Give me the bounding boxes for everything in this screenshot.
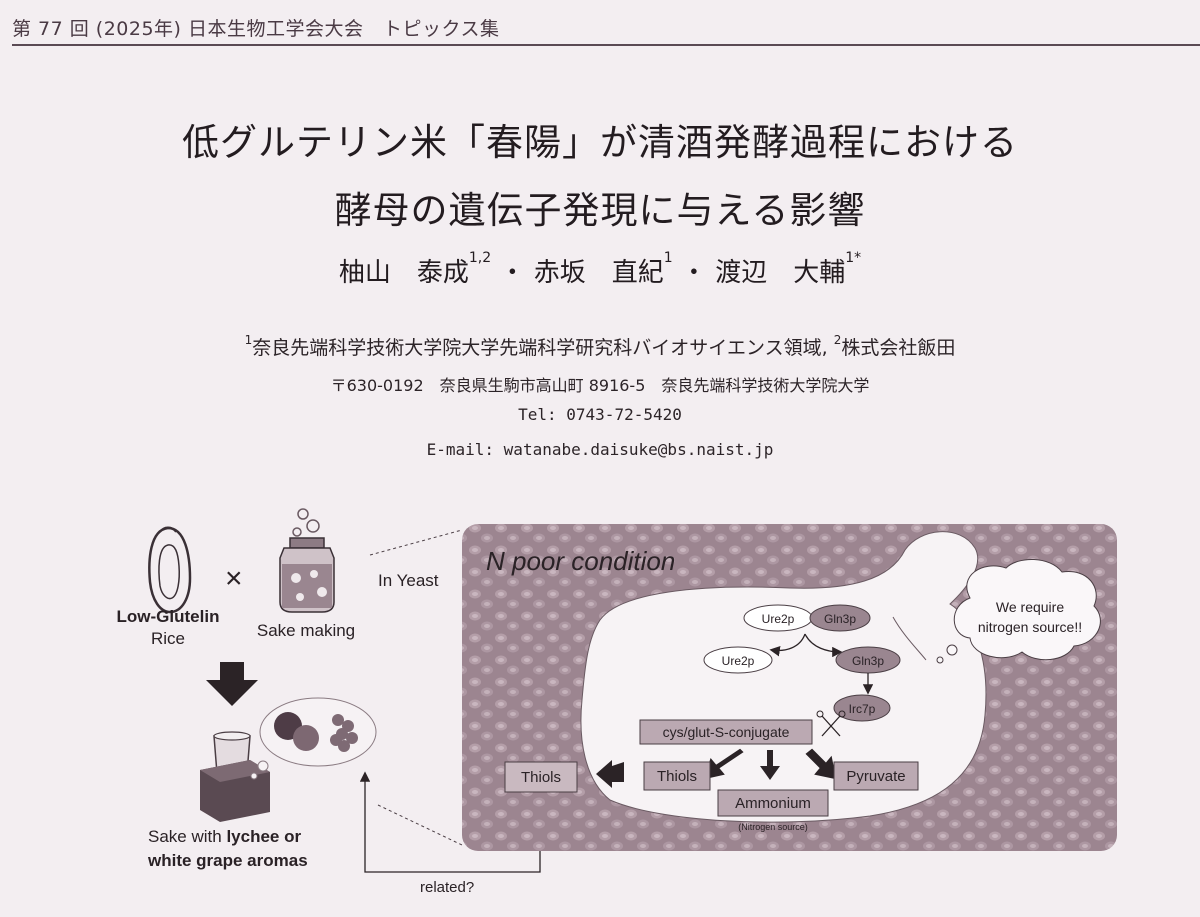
yeast-cell bbox=[580, 531, 987, 823]
email: E-mail: watanabe.daisuke@bs.naist.jp bbox=[426, 440, 774, 459]
conjugate-box bbox=[639, 719, 813, 745]
gln3p-label: Gln3p bbox=[852, 654, 884, 668]
thiols-inner-label: Thiols bbox=[657, 768, 697, 785]
irc7p-node bbox=[833, 694, 891, 722]
times-sign: × bbox=[225, 562, 243, 595]
header-rule bbox=[12, 44, 1200, 46]
graphical-abstract-figure: × Low-Glutelin Rice Sake making bbox=[117, 508, 1117, 896]
in-yeast-label: In Yeast bbox=[378, 571, 439, 590]
author-separator: ・ bbox=[499, 258, 526, 288]
running-header: 第 77 回 (2025年) 日本生物工学会大会 トピックス集 bbox=[12, 18, 500, 40]
nitrogen-source-label: (Nitrogen source) bbox=[738, 822, 808, 832]
gln3p-complex-node bbox=[809, 604, 871, 632]
ammonium-label: Ammonium bbox=[735, 795, 811, 812]
affiliation-1: 奈良先端科学技術大学院大学先端科学研究科バイオサイエンス領域, bbox=[252, 337, 828, 359]
address: 〒630-0192 奈良県生駒市高山町 8916-5 奈良先端科学技術大学院大学 bbox=[330, 376, 870, 395]
thiols-outer-label: Thiols bbox=[521, 769, 561, 786]
related-label: related? bbox=[420, 879, 474, 896]
rice-grain-icon bbox=[148, 526, 192, 614]
affiliation-2: 株式会社飯田 bbox=[841, 337, 956, 359]
pyruvate-box bbox=[833, 761, 919, 791]
ure2p-label: Ure2p bbox=[722, 654, 755, 668]
telephone: Tel: 0743-72-5420 bbox=[518, 405, 682, 424]
ure2p-node bbox=[703, 646, 773, 674]
down-arrow-icon bbox=[206, 662, 258, 706]
gln3p-complex-label: Gln3p bbox=[824, 612, 856, 626]
ure2p-complex-label: Ure2p bbox=[762, 612, 795, 626]
paper-title-line2: 酵母の遺伝子発現に与える影響 bbox=[334, 189, 866, 232]
ammonium-box bbox=[717, 789, 829, 817]
export-arrow-icon bbox=[596, 760, 624, 788]
rice-label-bold: Low-Glutelin bbox=[117, 607, 220, 626]
author-1: 柚山 泰成1,2 bbox=[338, 250, 492, 288]
author-3: 渡辺 大輔1* bbox=[715, 250, 862, 288]
speech-bubble bbox=[936, 558, 1101, 664]
irc7p-label: Irc7p bbox=[849, 702, 876, 716]
rice-label: Rice bbox=[151, 629, 185, 648]
thiols-outer-box bbox=[504, 761, 578, 793]
sake-jar-icon bbox=[279, 508, 335, 613]
sake-making-label: Sake making bbox=[257, 621, 355, 640]
conjugate-label: cys/glut-S-conjugate bbox=[663, 724, 790, 740]
author-separator: ・ bbox=[680, 258, 707, 288]
author-list: 柚山 泰成1,2 ・ 赤坂 直紀1 ・ 渡辺 大輔1* bbox=[0, 250, 1200, 289]
bubble-line1: We require bbox=[996, 599, 1064, 615]
author-2: 赤坂 直紀1 bbox=[533, 250, 673, 288]
condition-title: N poor condition bbox=[486, 546, 675, 576]
sake-masu-cup-icon bbox=[200, 731, 270, 822]
thiols-inner-box bbox=[643, 761, 711, 791]
bubble-line2: nitrogen source!! bbox=[978, 619, 1082, 635]
pyruvate-label: Pyruvate bbox=[846, 768, 905, 785]
affiliations: 1奈良先端科学技術大学院大学先端科学研究科バイオサイエンス領域, 2株式会社飯田 bbox=[244, 333, 956, 359]
paper-title-line1: 低グルテリン米「春陽」が清酒発酵過程における bbox=[182, 121, 1018, 164]
aroma-label-line1: Sake with lychee or bbox=[148, 827, 301, 846]
fruit-thought-bubble bbox=[250, 697, 377, 780]
aroma-label-line2: white grape aromas bbox=[147, 851, 308, 870]
scissors-icon bbox=[816, 710, 846, 737]
